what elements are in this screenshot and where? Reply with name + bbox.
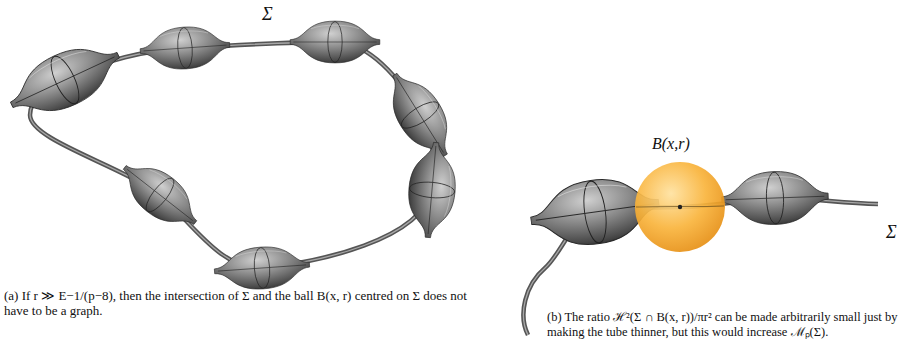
figure-caption: (b) The ratio ℋ²(Σ ∩ B(x, r))/πr² can be… bbox=[547, 310, 907, 340]
ball-label: B(x,r) bbox=[652, 134, 690, 153]
ball bbox=[635, 162, 725, 252]
surface-symbol: Σ bbox=[886, 222, 897, 243]
surface-symbol: Σ bbox=[262, 4, 273, 25]
figure-caption: (a) If r ≫ E−1/(p−8), then the intersect… bbox=[4, 288, 482, 318]
